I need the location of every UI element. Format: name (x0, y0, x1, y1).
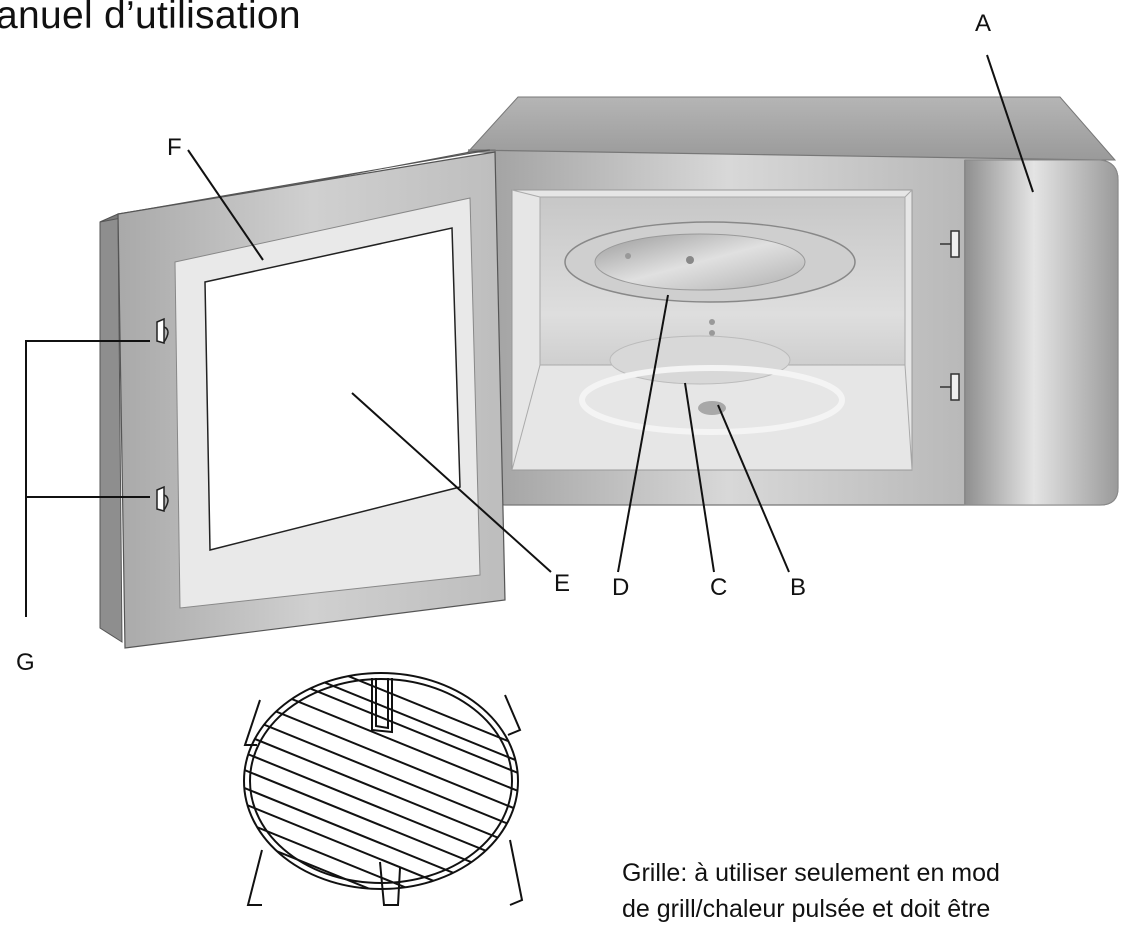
label-a: A (975, 10, 992, 37)
turntable-shaft (698, 401, 726, 415)
door (99, 149, 506, 649)
glass-turntable (564, 221, 856, 303)
grill-caption-line: Grille: à utiliser seulement en mod (622, 859, 1000, 887)
page-title: anuel d’utilisation (0, 0, 301, 37)
grill-caption-line: de grill/chaleur pulsée et doit être (622, 895, 991, 923)
leader-lines (25, 54, 1034, 617)
grill-caption: Grille: à utiliser seulement en mod de g… (622, 855, 1000, 927)
label-g: G (16, 649, 35, 676)
latch-slot (940, 230, 960, 258)
door-hook (156, 485, 169, 512)
microwave-body (466, 96, 1119, 506)
label-f: F (167, 134, 182, 161)
label-e: E (554, 570, 571, 597)
label-c: C (710, 574, 728, 601)
latch-slot (940, 373, 960, 401)
grill-rack (243, 672, 524, 906)
door-hook (156, 317, 169, 344)
label-b: B (790, 574, 807, 601)
label-d: D (612, 574, 630, 601)
